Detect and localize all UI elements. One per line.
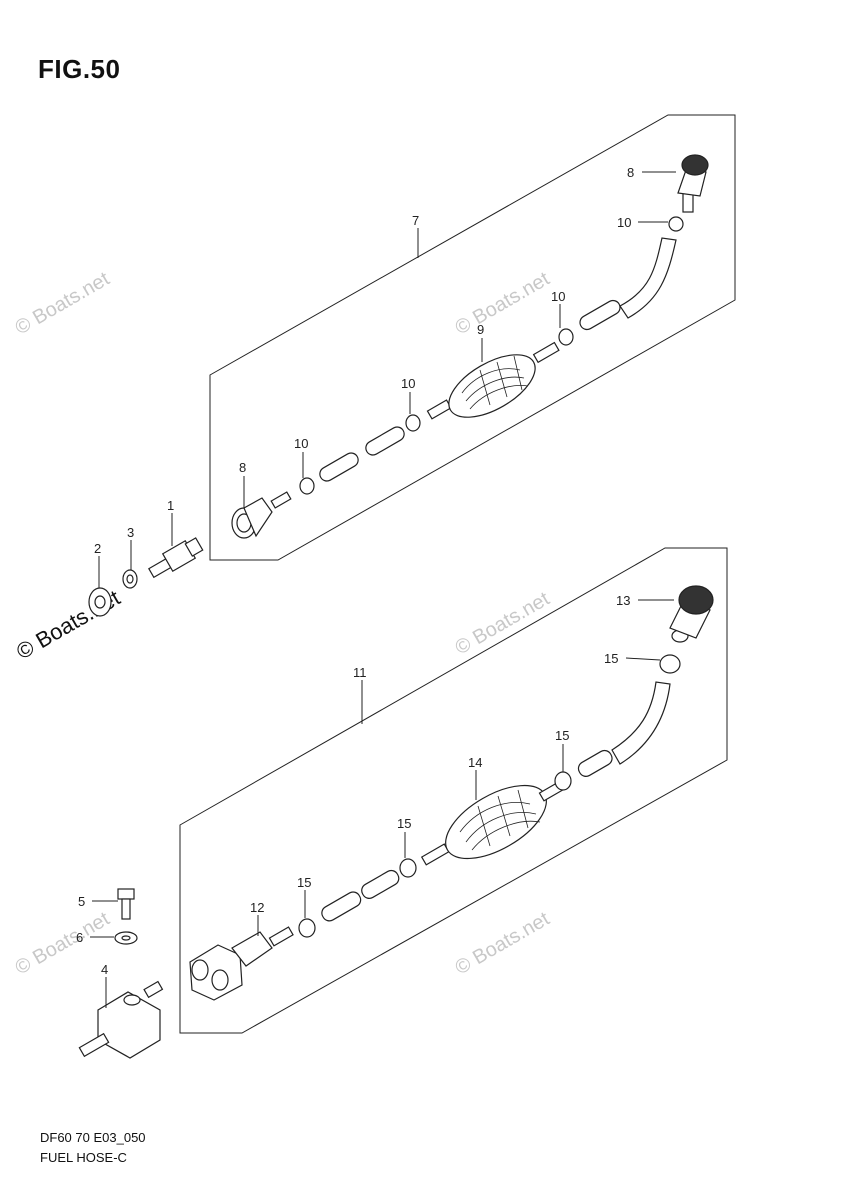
primer-bulb-9 <box>426 341 560 420</box>
callout-10: 10 <box>401 376 415 391</box>
clamp-15 <box>399 858 417 878</box>
connector-8-upper <box>677 154 709 213</box>
watermark: © Boats.net <box>12 908 114 980</box>
callout-10: 10 <box>294 436 308 451</box>
hose-segment <box>579 299 621 331</box>
fitting-1 <box>148 537 204 579</box>
leader-lines <box>90 171 676 1008</box>
connector-12 <box>189 926 294 1001</box>
callout-7: 7 <box>412 213 419 228</box>
hose-segment <box>319 452 359 482</box>
hose-segment <box>365 426 405 456</box>
connector-13 <box>669 585 714 643</box>
callout-10: 10 <box>551 289 565 304</box>
bolt-5 <box>117 888 135 920</box>
figure-title: FIG.50 <box>38 54 121 84</box>
clamp-10 <box>668 216 684 232</box>
hose-segment <box>361 869 400 899</box>
connector-8-lower <box>231 491 292 539</box>
clamp-15 <box>659 654 681 674</box>
callout-8: 8 <box>239 460 246 475</box>
hose-curved <box>611 681 671 765</box>
hose-curved <box>619 237 677 319</box>
callout-10: 10 <box>617 215 631 230</box>
callout-8: 8 <box>627 165 634 180</box>
callout-15: 15 <box>604 651 618 666</box>
callout-15: 15 <box>397 816 411 831</box>
callout-14: 14 <box>468 755 482 770</box>
assembly-7-frame <box>209 114 736 561</box>
watermark: © Boats.net <box>12 268 114 340</box>
watermark: © Boats.net <box>452 268 554 340</box>
callout-1: 1 <box>167 498 174 513</box>
callout-9: 9 <box>477 322 484 337</box>
callout-11: 11 <box>353 665 367 680</box>
diagram-code: DF60 70 E03_050 <box>40 1130 146 1145</box>
callout-3: 3 <box>127 525 134 540</box>
callout-4: 4 <box>101 962 108 977</box>
callouts: 7 8 10 10 9 10 10 8 1 3 2 11 13 15 15 14… <box>76 165 634 977</box>
diagram-name: FUEL HOSE-C <box>40 1150 127 1165</box>
callout-15: 15 <box>555 728 569 743</box>
watermark: © Boats.net <box>452 588 554 660</box>
fuel-hose-assembly-lower <box>179 547 728 1034</box>
hose-segment <box>577 749 613 777</box>
fitting-4 <box>78 980 164 1059</box>
watermark: © Boats.net <box>452 908 554 980</box>
clamp-15 <box>554 771 572 791</box>
primer-bulb-14 <box>420 781 564 866</box>
washer-6 <box>114 931 138 945</box>
assembly-11-frame <box>179 547 728 1034</box>
clamp-10 <box>405 414 421 432</box>
callout-5: 5 <box>78 894 85 909</box>
clamp-10 <box>299 477 315 495</box>
hose-segment <box>321 891 362 922</box>
callout-15: 15 <box>297 875 311 890</box>
clamp-15 <box>298 918 316 938</box>
callout-13: 13 <box>616 593 630 608</box>
callout-12: 12 <box>250 900 264 915</box>
washer-3 <box>122 569 138 589</box>
fuel-hose-assembly-upper <box>209 114 736 561</box>
nut-2 <box>88 587 112 617</box>
clamp-10 <box>558 328 574 346</box>
callout-2: 2 <box>94 541 101 556</box>
callout-6: 6 <box>76 930 83 945</box>
